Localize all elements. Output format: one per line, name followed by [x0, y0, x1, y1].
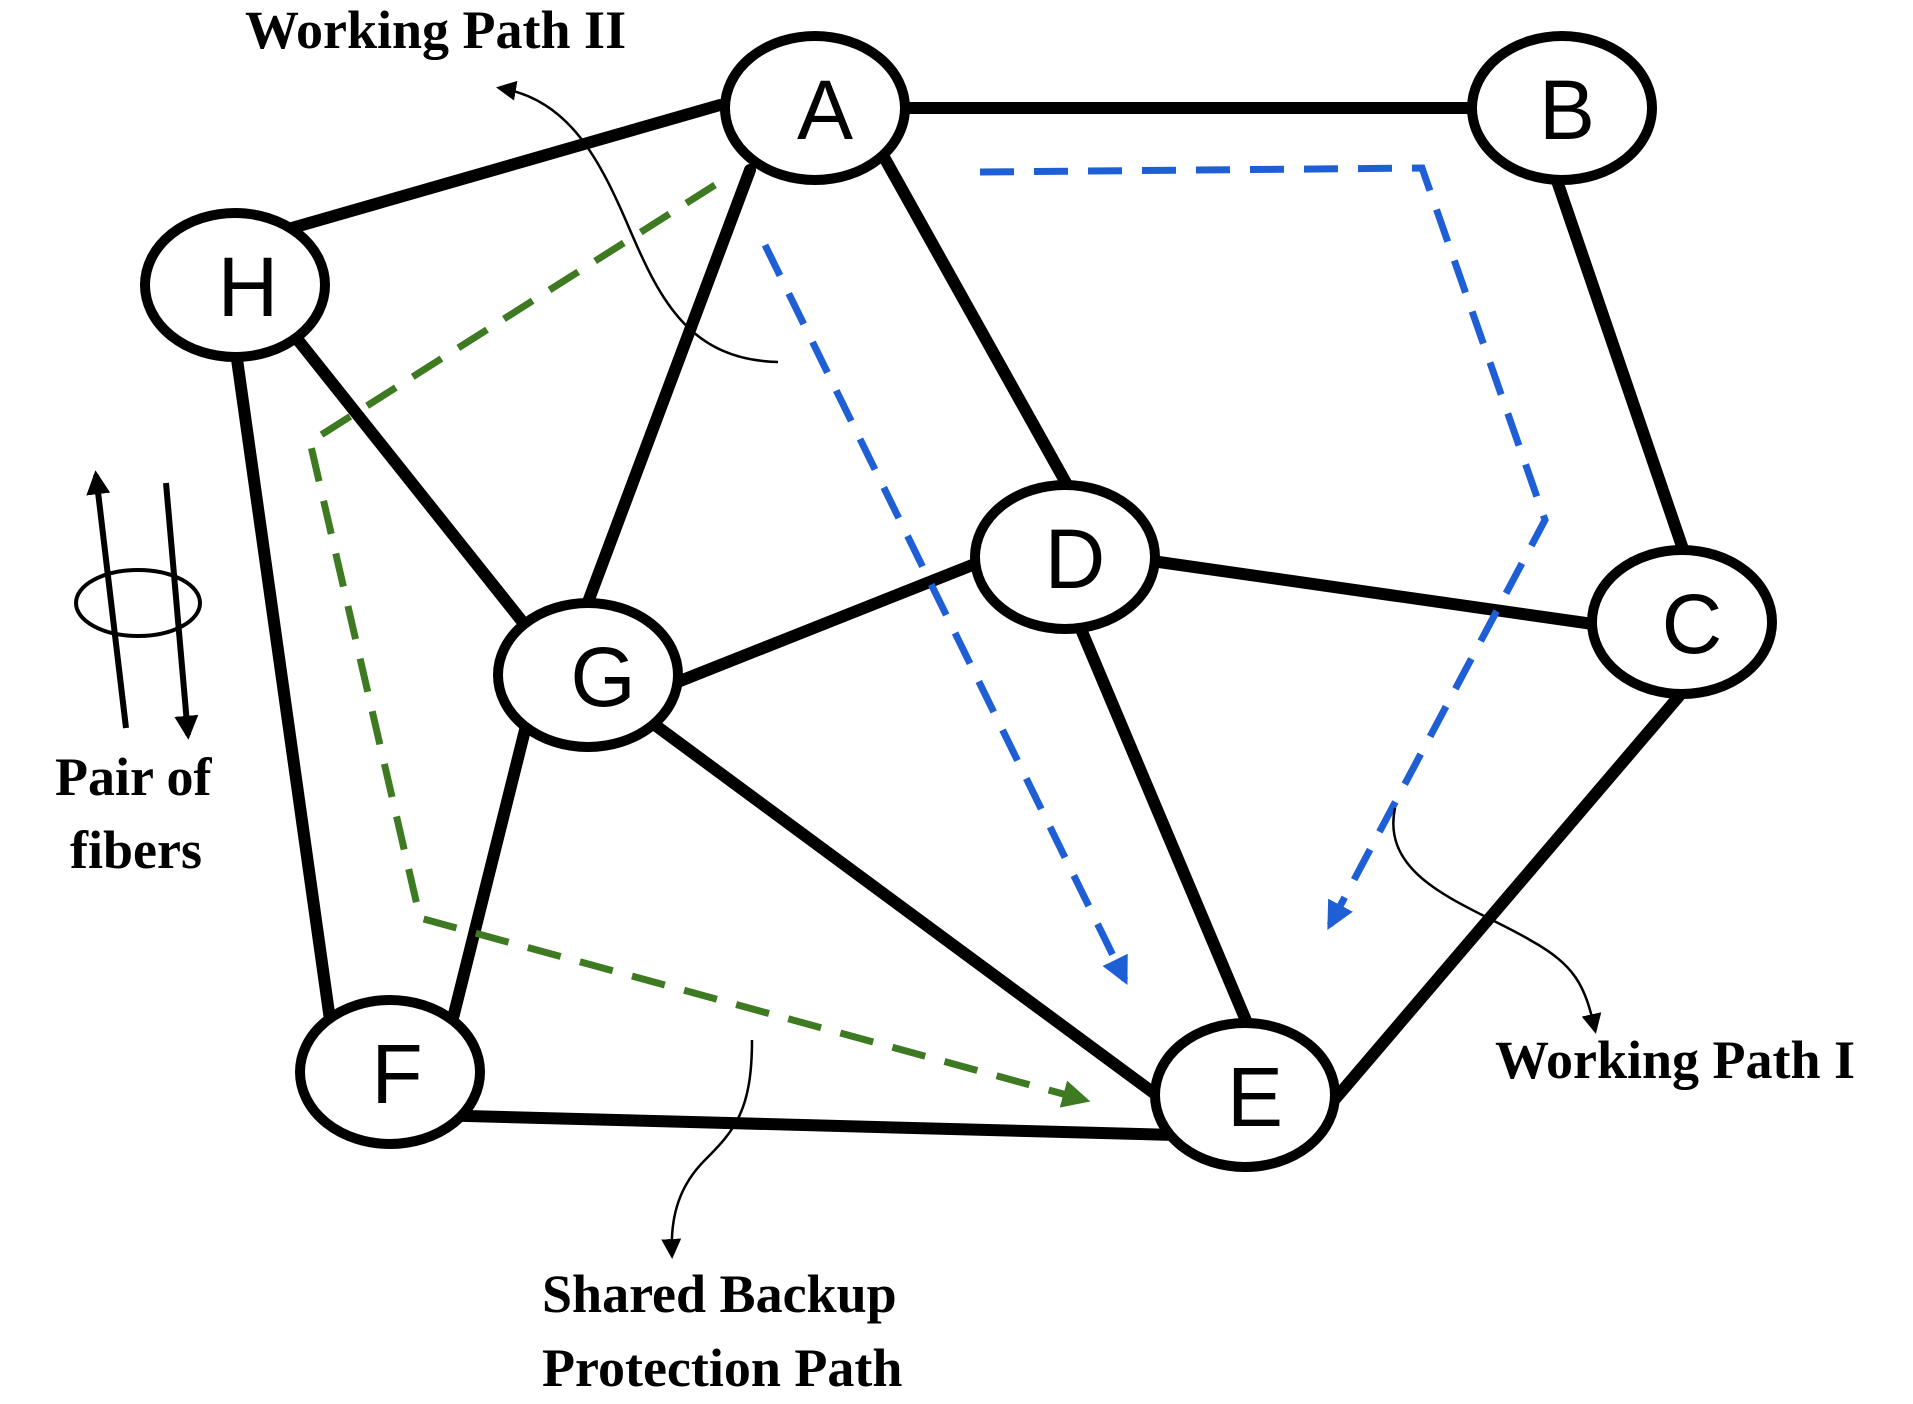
working-path-2: [761, 243, 1129, 986]
callout-backup-path: [661, 1039, 754, 1259]
link-H-G: [284, 324, 531, 631]
link-A-G: [579, 164, 756, 616]
label-working-path-2: Working Path II: [245, 0, 626, 60]
node-H-shape: [140, 208, 330, 362]
node-F-label: F: [371, 1027, 422, 1121]
link-G-F: [444, 724, 531, 1036]
label-backup-line2: Protection Path: [542, 1338, 902, 1398]
node-G: G: [493, 598, 683, 752]
link-B-C: [1549, 169, 1691, 561]
link-H-F: [229, 339, 336, 1026]
node-C-label: C: [1662, 577, 1723, 671]
link-G-E: [649, 719, 1176, 1111]
node-H-label: H: [218, 240, 279, 334]
link-D-C: [1139, 554, 1606, 631]
node-A-label: A: [797, 63, 853, 157]
links-layer: [229, 99, 1691, 1141]
label-fibers-line2: fibers: [70, 820, 202, 880]
link-D-G: [664, 554, 991, 691]
node-A: A: [720, 31, 910, 185]
node-E-label: E: [1227, 1050, 1283, 1144]
link-A-D: [874, 144, 1076, 496]
fiber-up-arrow: [86, 470, 129, 729]
node-E: E: [1150, 1018, 1340, 1172]
node-D-shape: [970, 480, 1160, 634]
link-F-E: [424, 1109, 1181, 1141]
node-C-shape: [1587, 545, 1777, 699]
callout-working-path-2: [496, 80, 779, 364]
node-E-shape: [1150, 1018, 1340, 1172]
working-path-1: [979, 164, 1549, 930]
link-D-E: [1069, 609, 1256, 1036]
node-B-shape: [1467, 31, 1657, 185]
link-A-H: [244, 99, 726, 246]
shared-backup-path: [306, 182, 1091, 1108]
label-working-path-1: Working Path I: [1495, 1030, 1855, 1090]
node-B: B: [1467, 31, 1657, 185]
node-D-label: D: [1045, 512, 1106, 606]
node-D: D: [970, 480, 1160, 634]
node-F: F: [295, 995, 485, 1149]
node-A-shape: [720, 31, 910, 185]
node-G-shape: [493, 598, 683, 752]
fiber-pair-icon: [74, 470, 202, 740]
node-G-label: G: [570, 630, 635, 724]
fiber-bundle-ring: [74, 568, 202, 638]
node-H: H: [140, 208, 330, 362]
fiber-down-arrow: [163, 482, 199, 740]
node-B-label: B: [1539, 63, 1595, 157]
label-fibers-line1: Pair of: [55, 747, 212, 807]
callout-working-path-1: [1392, 807, 1602, 1034]
node-F-shape: [295, 995, 485, 1149]
link-C-E: [1324, 689, 1686, 1111]
node-C: C: [1587, 545, 1777, 699]
label-backup-line1: Shared Backup: [542, 1264, 897, 1324]
